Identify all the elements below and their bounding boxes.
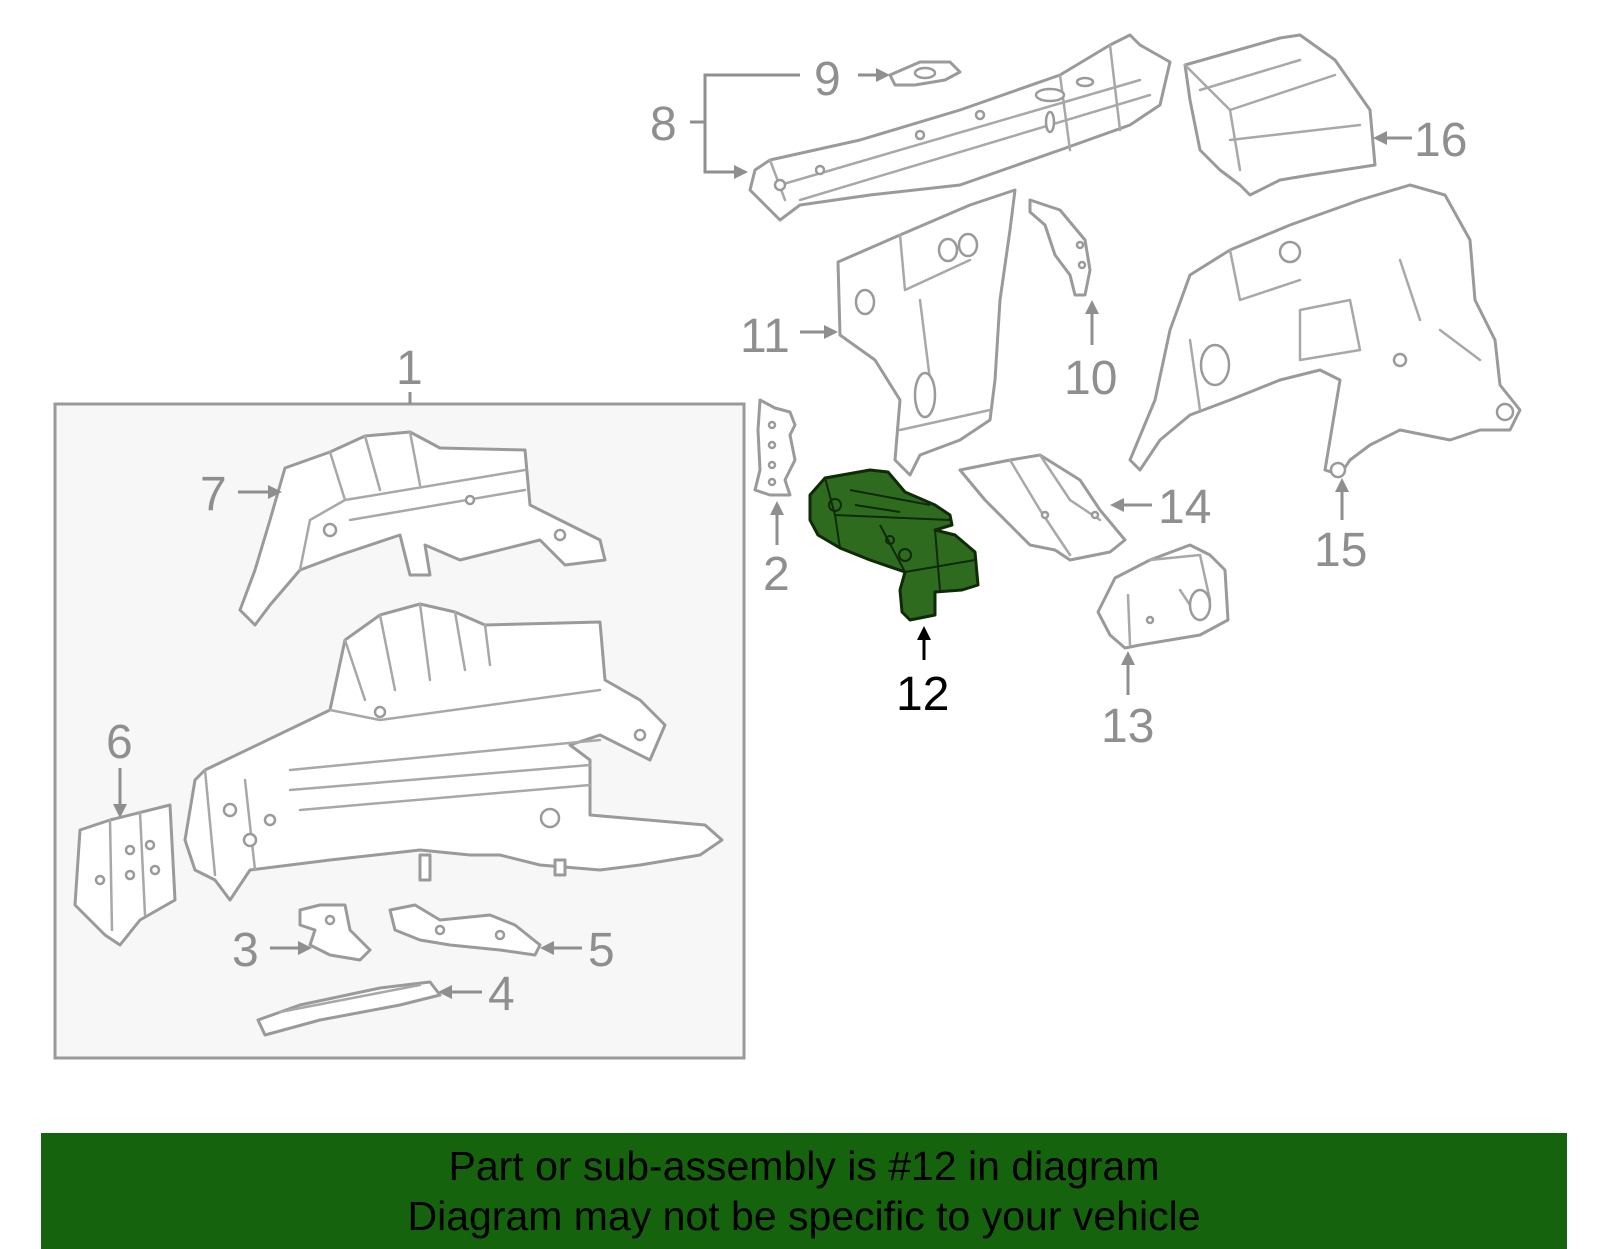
part-5-reinforcement (388, 903, 542, 957)
callout-13: 13 (1101, 700, 1154, 753)
part-4-rail-strip (256, 980, 442, 1037)
callout-3: 3 (232, 924, 259, 977)
callout-10: 10 (1064, 352, 1117, 405)
part-8-cross-member (748, 33, 1172, 222)
part-7-wheelhouse-apron (238, 430, 607, 627)
part-12-highlighted (808, 468, 980, 622)
callout-2: 2 (763, 548, 790, 601)
part-6-bracket (73, 803, 177, 947)
info-banner: Part or sub-assembly is #12 in diagram D… (41, 1133, 1567, 1249)
part-14-floor-panel (958, 453, 1127, 562)
part-11-side-panel (836, 188, 1017, 477)
part-3-bracket (298, 903, 372, 962)
callout-15: 15 (1314, 524, 1367, 577)
callout-4: 4 (488, 968, 515, 1021)
part-15-wheelhouse (1128, 183, 1522, 479)
callout-11: 11 (740, 310, 790, 363)
banner-line-2: Diagram may not be specific to your vehi… (407, 1193, 1201, 1239)
callout-12: 12 (896, 668, 949, 721)
part-2-bracket (753, 398, 797, 497)
callout-7: 7 (200, 468, 227, 521)
banner-line-1: Part or sub-assembly is #12 in diagram (448, 1143, 1160, 1189)
leader-8 (703, 73, 735, 174)
callout-9: 9 (814, 53, 841, 106)
part-9-plate (888, 60, 962, 87)
callout-5: 5 (588, 924, 615, 977)
callout-16: 16 (1414, 114, 1467, 167)
part-16-tray (1183, 33, 1377, 197)
part-1-front-side-member (183, 602, 724, 902)
callout-6: 6 (106, 716, 133, 769)
part-10-bracket (1028, 198, 1092, 297)
callout-14: 14 (1158, 481, 1211, 534)
callout-1: 1 (396, 342, 423, 395)
part-13-bracket (1096, 543, 1230, 650)
callout-8: 8 (650, 98, 677, 151)
